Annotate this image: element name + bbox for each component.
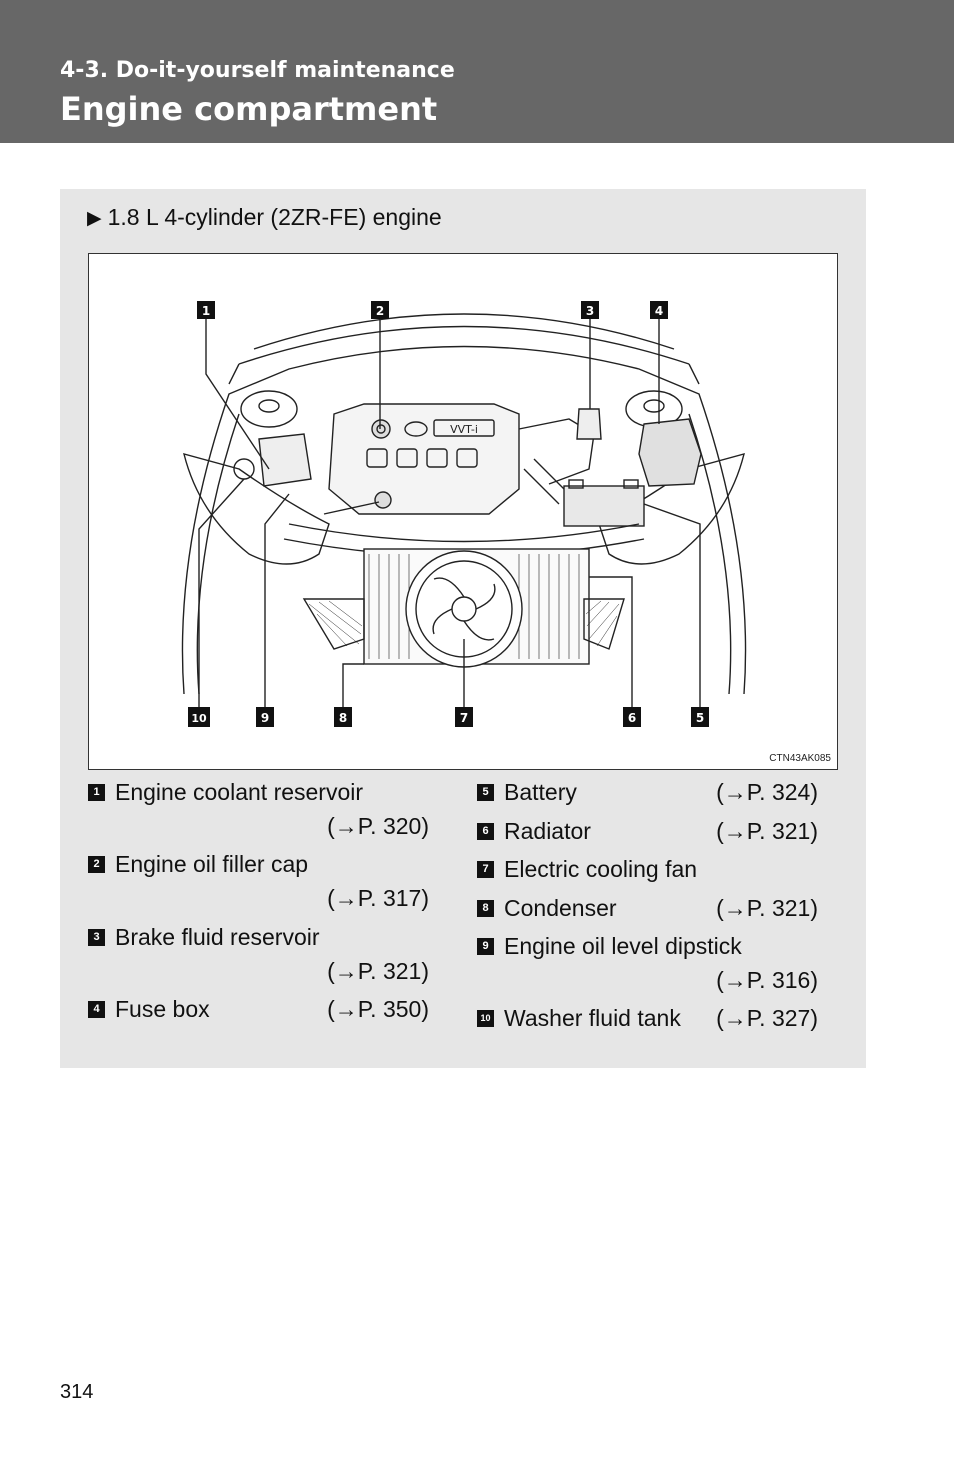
- legend-label: Brake fluid reservoir: [115, 924, 320, 950]
- car-body-outline: [181, 345, 747, 695]
- legend-item: 4 Fuse box (→P. 350): [88, 992, 433, 1030]
- legend-label: Fuse box: [115, 996, 210, 1022]
- toyota-logo-icon: [404, 421, 428, 437]
- page-reference: (→P. 327): [716, 1005, 818, 1031]
- page-reference: (→P. 321): [716, 895, 818, 921]
- triangle-marker-icon: ▶: [87, 208, 102, 229]
- legend-item: 9 Engine oil level dipstick (→P. 316): [477, 929, 822, 1001]
- legend-label: Condenser: [504, 895, 617, 921]
- legend-item: 2 Engine oil filler cap (→P. 317): [88, 847, 433, 920]
- engine-heading-text: 1.8 L 4-cylinder (2ZR-FE) engine: [107, 204, 442, 230]
- oil-filler-cap: [371, 419, 391, 439]
- engine-compartment-illustration: VVT-i: [88, 253, 838, 770]
- legend-label: Engine oil filler cap: [115, 851, 309, 877]
- legend-label: Engine coolant reservoir: [115, 779, 364, 805]
- figure-code: CTN43AK085: [769, 753, 831, 764]
- page-reference: (→P. 316): [716, 967, 818, 993]
- legend-number: 3: [88, 929, 105, 946]
- page-title: Engine compartment: [60, 90, 438, 128]
- legend-label: Washer fluid tank: [504, 1005, 681, 1031]
- legend-item: 8 Condenser (→P. 321): [477, 891, 822, 929]
- legend-item: 3 Brake fluid reservoir (→P. 321): [88, 920, 433, 992]
- legend-number: 7: [477, 861, 494, 878]
- oil-dipstick-handle: [374, 491, 392, 509]
- callout-4: 4: [655, 304, 663, 318]
- callout-6: 6: [628, 711, 636, 725]
- legend-label: Electric cooling fan: [504, 856, 698, 882]
- legend-item: 5 Battery (→P. 324): [477, 775, 822, 814]
- right-headlight: [598, 453, 745, 565]
- legend-number: 9: [477, 938, 494, 955]
- legend-label: Radiator: [504, 818, 591, 844]
- engine-drawing: VVT-i: [181, 301, 747, 727]
- coolant-reservoir: [258, 433, 312, 487]
- page-reference: (→P. 317): [327, 885, 429, 911]
- page-number: 314: [60, 1381, 94, 1403]
- callout-markers: 1 2 3 4 10 9 8 7 6 5: [188, 301, 709, 727]
- fuse-box: [638, 418, 702, 487]
- callout-5: 5: [696, 711, 704, 725]
- legend-item: 1 Engine coolant reservoir (→P. 320): [88, 775, 433, 847]
- legend-right-column: 5 Battery (→P. 324) 6 Radiator (→P. 321)…: [477, 775, 822, 1039]
- legend-label: Engine oil level dipstick: [504, 933, 742, 959]
- legend-item: 6 Radiator (→P. 321): [477, 814, 822, 852]
- callout-8: 8: [339, 711, 347, 725]
- page-reference: (→P. 321): [327, 958, 429, 984]
- engine-heading: ▶1.8 L 4-cylinder (2ZR-FE) engine: [87, 204, 442, 231]
- legend-number: 2: [88, 856, 105, 873]
- callout-1: 1: [202, 304, 210, 318]
- callout-7: 7: [460, 711, 468, 725]
- legend-label: Battery: [504, 779, 577, 805]
- legend-number: 1: [88, 784, 105, 801]
- section-title: 4-3. Do-it-yourself maintenance: [60, 58, 455, 83]
- battery: [563, 485, 645, 527]
- callout-2: 2: [376, 304, 384, 318]
- hood-outline: [238, 325, 690, 365]
- left-strut-tower: [240, 390, 298, 428]
- callout-3: 3: [586, 304, 594, 318]
- page-reference: (→P. 350): [327, 996, 429, 1022]
- grille-left: [302, 598, 365, 650]
- legend-left-column: 1 Engine coolant reservoir (→P. 320) 2 E…: [88, 775, 433, 1030]
- page-reference: (→P. 321): [716, 818, 818, 844]
- left-headlight: [183, 453, 330, 565]
- vvti-badge: VVT-i: [450, 423, 478, 436]
- brake-fluid-reservoir: [576, 408, 602, 440]
- callout-10: 10: [191, 712, 207, 725]
- callout-9: 9: [261, 711, 269, 725]
- legend-number: 5: [477, 784, 494, 801]
- legend-number: 6: [477, 823, 494, 840]
- content-panel: ▶1.8 L 4-cylinder (2ZR-FE) engine: [60, 189, 866, 1068]
- chapter-header: 4-3. Do-it-yourself maintenance Engine c…: [0, 0, 954, 143]
- legend-item: 7 Electric cooling fan: [477, 852, 822, 891]
- page-reference: (→P. 324): [716, 779, 818, 805]
- legend-item: 10 Washer fluid tank (→P. 327): [477, 1001, 822, 1039]
- grille-right: [583, 598, 625, 650]
- legend-number: 4: [88, 1001, 105, 1018]
- legend-number: 10: [477, 1010, 494, 1027]
- legend-number: 8: [477, 900, 494, 917]
- page-reference: (→P. 320): [327, 813, 429, 839]
